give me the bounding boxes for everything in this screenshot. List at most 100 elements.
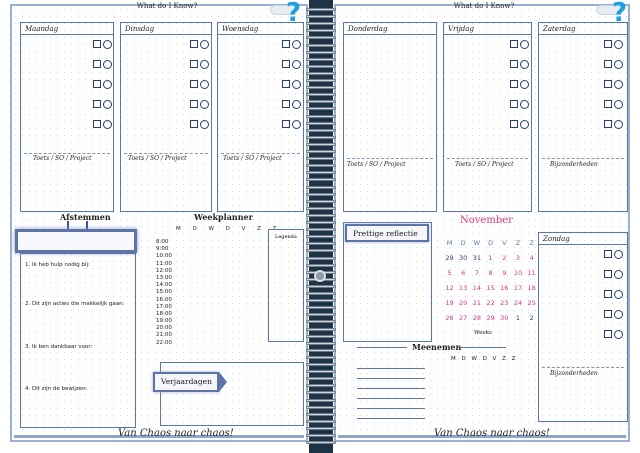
square-checkbox-icon[interactable] [604,120,612,128]
calendar-day[interactable]: 31 [472,254,482,262]
calendar-day[interactable]: 7 [474,269,479,277]
square-checkbox-icon[interactable] [190,120,198,128]
circle-checkbox-icon[interactable] [103,79,112,89]
checkbox-row[interactable] [604,309,623,319]
checkbox-row[interactable] [510,99,529,109]
checkbox-row[interactable] [93,59,112,69]
calendar-day[interactable]: 23 [500,299,509,307]
square-checkbox-icon[interactable] [604,310,612,318]
square-checkbox-icon[interactable] [604,100,612,108]
checkbox-row[interactable] [604,329,623,339]
checkbox-row[interactable] [190,59,209,69]
circle-checkbox-icon[interactable] [292,59,301,69]
calendar-day[interactable]: 24 [513,299,523,307]
calendar-day[interactable]: 30 [500,314,509,322]
circle-checkbox-icon[interactable] [103,99,112,109]
checkbox-row[interactable] [282,59,301,69]
checkbox-row[interactable] [190,39,209,49]
circle-checkbox-icon[interactable] [614,99,623,109]
square-checkbox-icon[interactable] [93,60,101,68]
checkbox-row[interactable] [282,99,301,109]
circle-checkbox-icon[interactable] [103,119,112,129]
afstemmen-input[interactable] [15,229,137,253]
square-checkbox-icon[interactable] [510,60,518,68]
calendar-day[interactable]: 22 [486,299,495,307]
calendar-day[interactable]: 9 [502,269,507,277]
square-checkbox-icon[interactable] [510,40,518,48]
circle-checkbox-icon[interactable] [292,79,301,89]
square-checkbox-icon[interactable] [604,250,612,258]
calendar-day[interactable]: 5 [447,269,452,277]
circle-checkbox-icon[interactable] [614,289,623,299]
checkbox-row[interactable] [604,119,623,129]
square-checkbox-icon[interactable] [282,40,290,48]
calendar-day[interactable]: 26 [445,314,454,322]
calendar-day[interactable]: 10 [513,269,523,277]
checkbox-row[interactable] [510,59,529,69]
calendar-day[interactable]: 16 [500,284,509,292]
checkbox-row[interactable] [510,119,529,129]
circle-checkbox-icon[interactable] [614,119,623,129]
circle-checkbox-icon[interactable] [200,99,209,109]
calendar-day[interactable]: 2 [502,254,507,262]
checkbox-row[interactable] [604,59,623,69]
checkbox-row[interactable] [190,79,209,89]
calendar-day[interactable]: 30 [459,254,468,262]
calendar-day[interactable]: 8 [488,269,493,277]
checkbox-row[interactable] [604,79,623,89]
calendar-day[interactable]: 6 [461,269,466,277]
circle-checkbox-icon[interactable] [200,119,209,129]
square-checkbox-icon[interactable] [282,60,290,68]
square-checkbox-icon[interactable] [604,80,612,88]
checkbox-row[interactable] [604,39,623,49]
circle-checkbox-icon[interactable] [614,249,623,259]
calendar-day[interactable]: 25 [527,299,536,307]
calendar-day[interactable]: 11 [527,269,536,277]
checkbox-row[interactable] [93,79,112,89]
square-checkbox-icon[interactable] [604,40,612,48]
checkbox-row[interactable] [93,39,112,49]
square-checkbox-icon[interactable] [190,60,198,68]
circle-checkbox-icon[interactable] [520,39,529,49]
square-checkbox-icon[interactable] [282,120,290,128]
square-checkbox-icon[interactable] [604,60,612,68]
calendar-day[interactable]: 28 [472,314,482,322]
square-checkbox-icon[interactable] [604,290,612,298]
calendar-day[interactable]: 14 [472,284,482,292]
square-checkbox-icon[interactable] [93,40,101,48]
square-checkbox-icon[interactable] [93,80,101,88]
calendar-day[interactable]: 4 [529,254,534,262]
calendar-day[interactable]: 29 [486,314,495,322]
checkbox-row[interactable] [93,99,112,109]
circle-checkbox-icon[interactable] [614,79,623,89]
calendar-day[interactable]: 1 [488,254,493,262]
square-checkbox-icon[interactable] [604,270,612,278]
calendar-day[interactable]: 3 [515,254,521,262]
square-checkbox-icon[interactable] [190,80,198,88]
circle-checkbox-icon[interactable] [520,59,529,69]
calendar-day[interactable]: 18 [527,284,536,292]
circle-checkbox-icon[interactable] [292,119,301,129]
checkbox-row[interactable] [604,269,623,279]
calendar-day[interactable]: 29 [445,254,454,262]
checkbox-row[interactable] [604,249,623,259]
checkbox-row[interactable] [604,289,623,299]
square-checkbox-icon[interactable] [190,100,198,108]
calendar-day[interactable]: 21 [472,299,482,307]
square-checkbox-icon[interactable] [510,100,518,108]
circle-checkbox-icon[interactable] [614,269,623,279]
circle-checkbox-icon[interactable] [200,59,209,69]
square-checkbox-icon[interactable] [190,40,198,48]
calendar-day[interactable]: 19 [445,299,454,307]
circle-checkbox-icon[interactable] [520,119,529,129]
checkbox-row[interactable] [604,99,623,109]
checkbox-row[interactable] [190,119,209,129]
circle-checkbox-icon[interactable] [520,79,529,89]
calendar-day[interactable]: 17 [513,284,523,292]
square-checkbox-icon[interactable] [93,120,101,128]
circle-checkbox-icon[interactable] [200,79,209,89]
circle-checkbox-icon[interactable] [614,309,623,319]
calendar-day[interactable]: 1 [515,314,521,322]
circle-checkbox-icon[interactable] [292,99,301,109]
circle-checkbox-icon[interactable] [614,59,623,69]
